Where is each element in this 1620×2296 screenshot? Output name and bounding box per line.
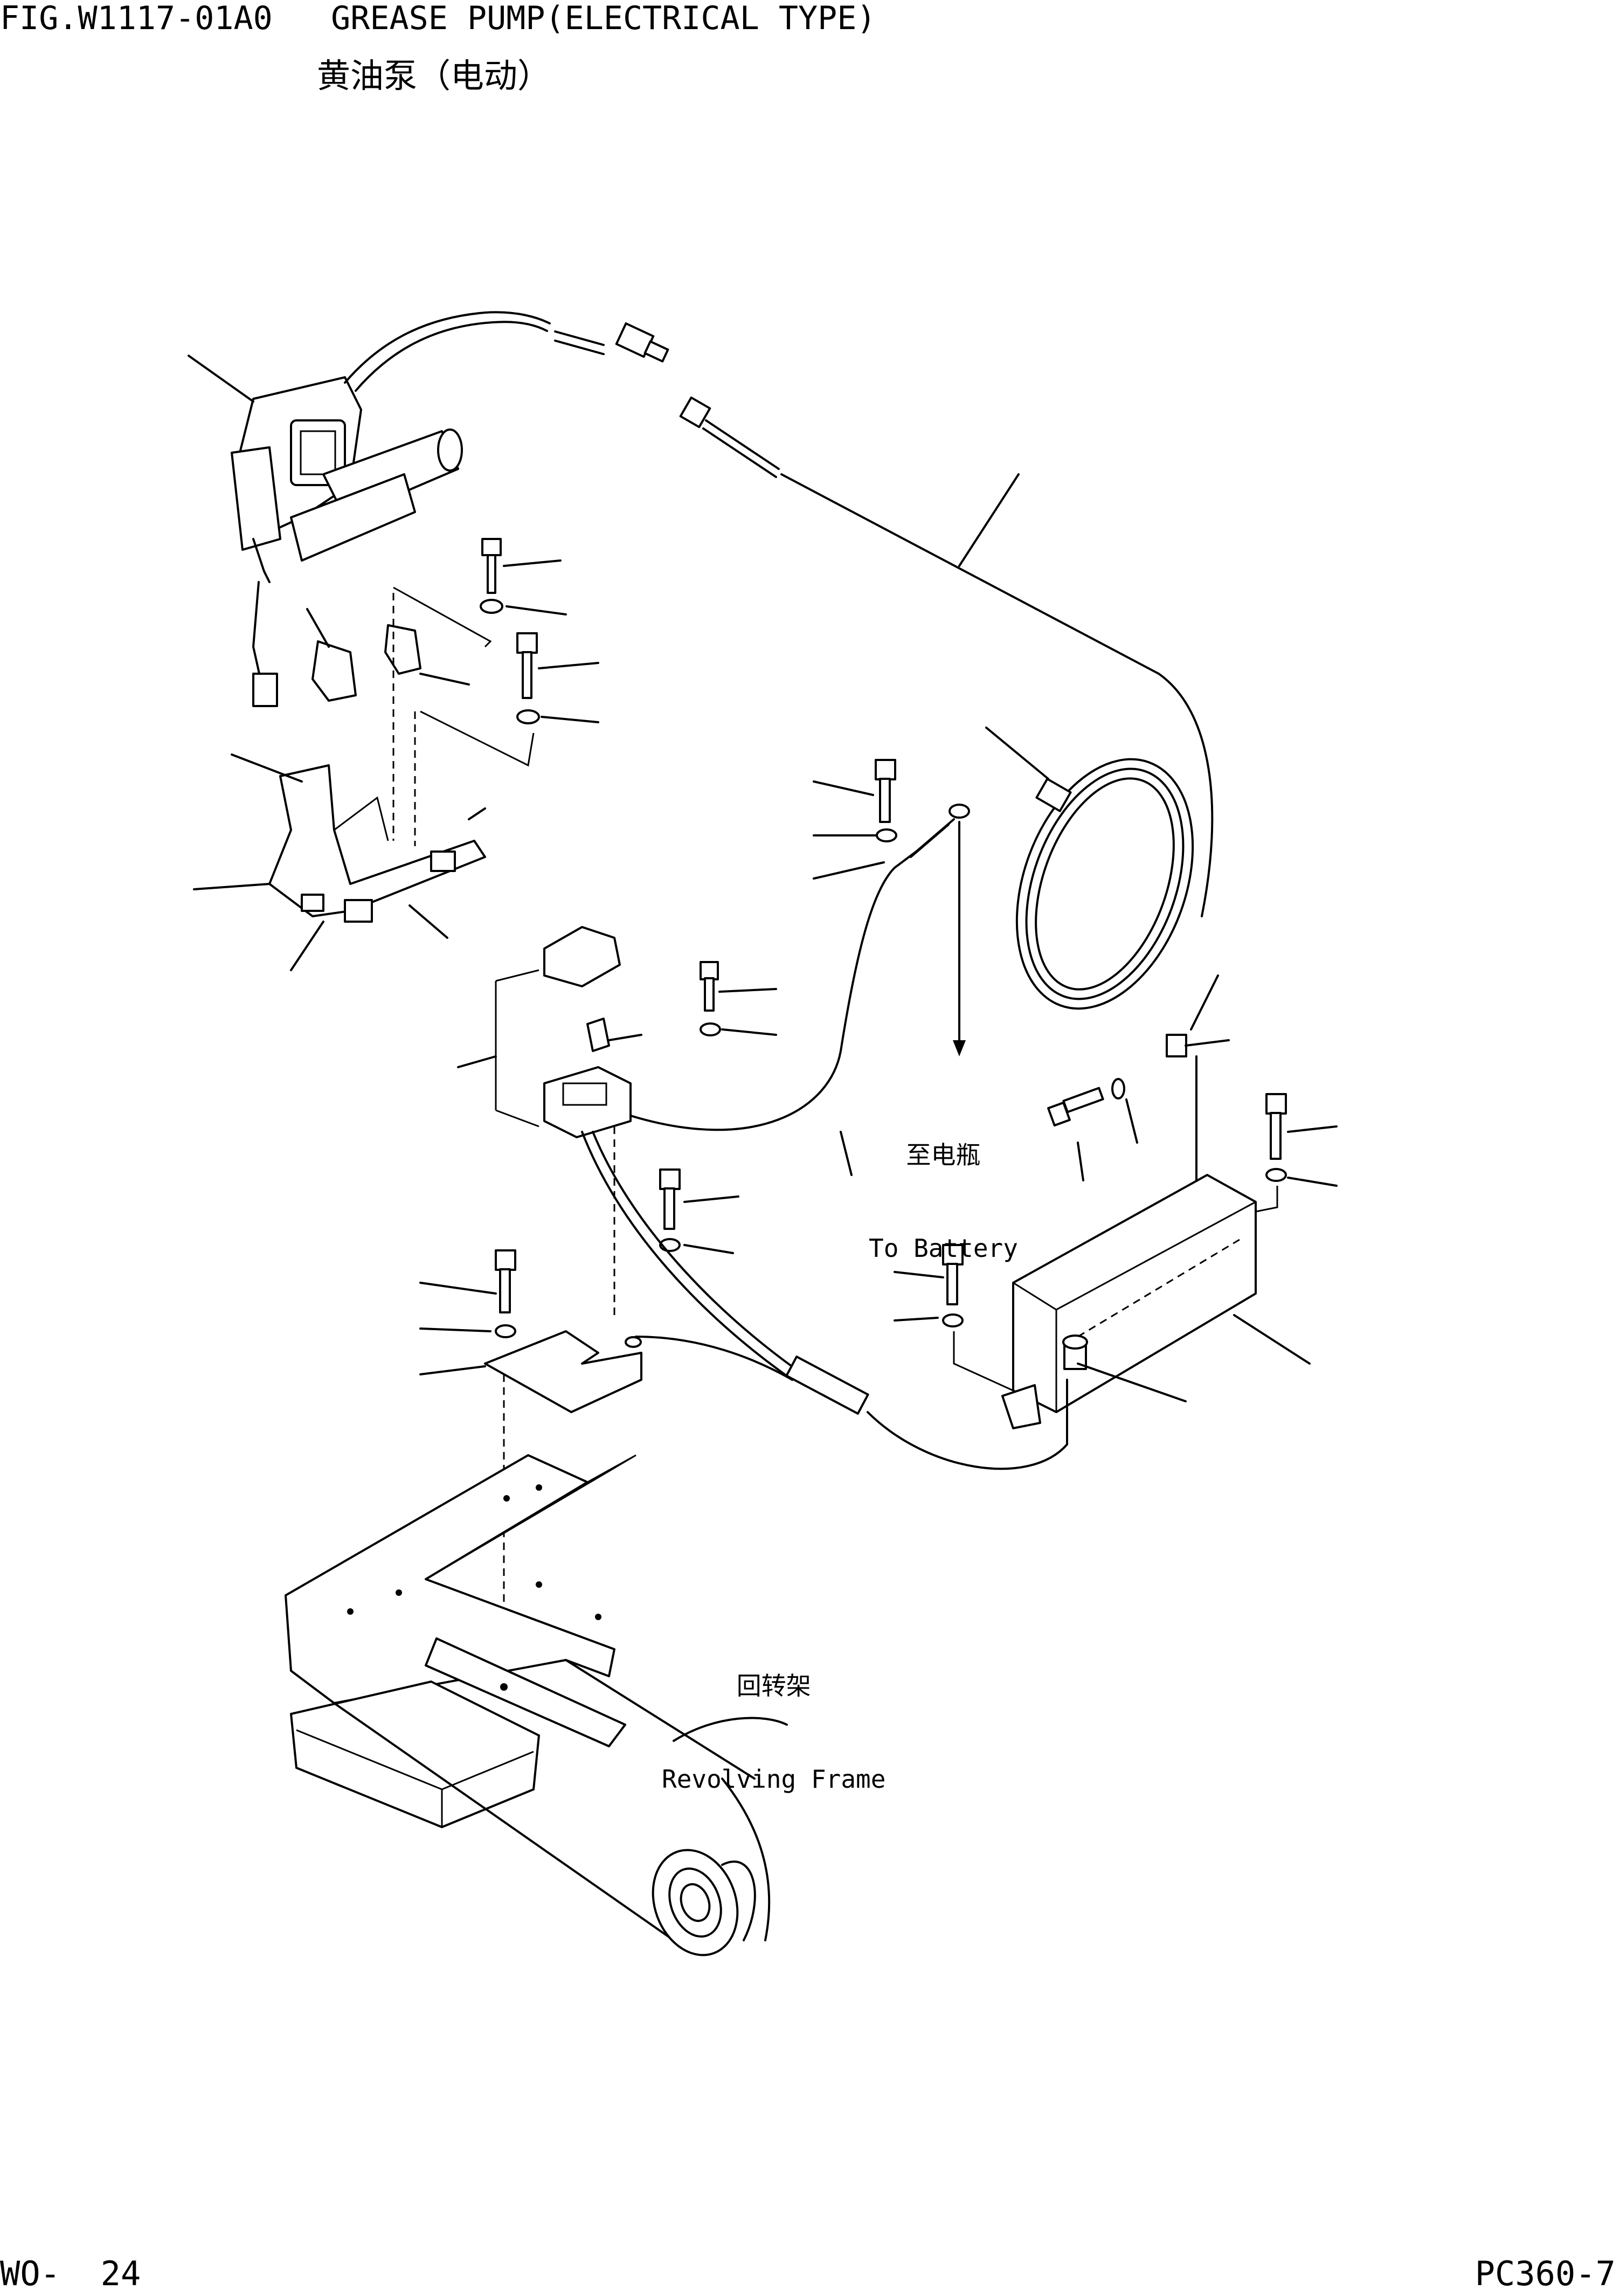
figure-title-cn: 黄油泵（电动）	[317, 56, 551, 95]
switch-box-assembly	[457, 926, 777, 1138]
to-battery-label-cn: 至电瓶	[906, 1140, 981, 1170]
battery-box	[1001, 1174, 1311, 1429]
revolving-frame-label-en: Revolving Frame	[662, 1764, 886, 1794]
gun-cable	[344, 311, 780, 478]
mounting-plate-assembly	[419, 1126, 1014, 1687]
gun-holder-bracket	[193, 586, 535, 971]
revolving-frame-label: 回转架 Revolving Frame	[662, 1609, 885, 1826]
to-battery-label: 至电瓶 To Battery	[869, 1078, 1018, 1295]
bolts-washers-set-1	[480, 538, 599, 724]
battery-cable	[629, 759, 970, 1176]
model-number: PC360-7	[1474, 2254, 1616, 2293]
pump-power-cable	[581, 1131, 1068, 1470]
right-clip-and-bolt	[1047, 974, 1338, 1214]
to-battery-label-en: To Battery	[869, 1233, 1018, 1263]
revolving-frame-label-cn: 回转架	[736, 1671, 811, 1700]
figure-title: FIG.W1117-01A0 GREASE PUMP(ELECTRICAL TY…	[0, 0, 876, 37]
grease-gun	[188, 355, 463, 707]
page-number: WO- 24	[0, 2254, 141, 2293]
coiled-cable	[780, 473, 1214, 1010]
revolving-frame	[285, 1454, 788, 1956]
